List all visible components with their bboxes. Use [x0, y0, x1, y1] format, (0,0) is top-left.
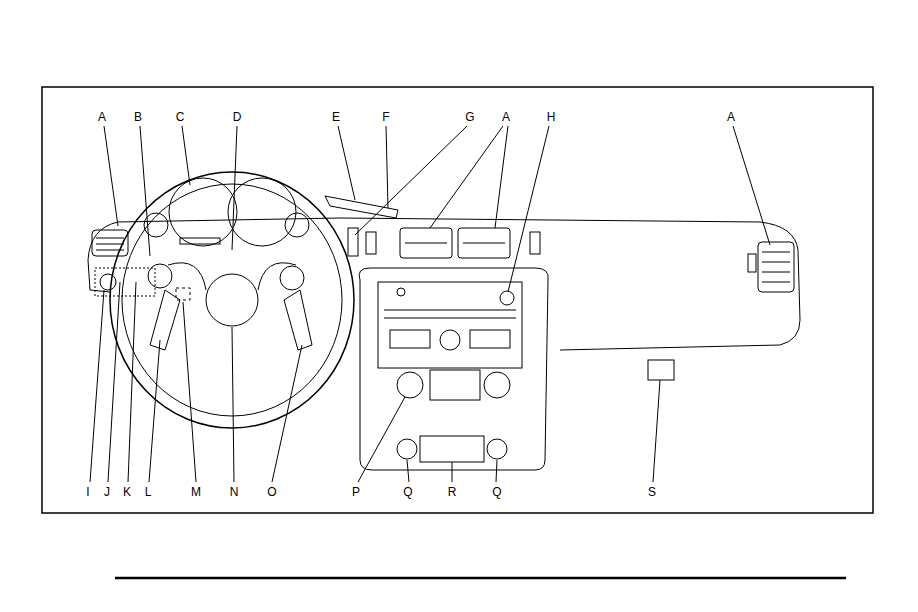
callout-letter: Q: [492, 485, 501, 499]
callout-letter: R: [448, 485, 457, 499]
callout-letter: C: [176, 110, 185, 124]
gauge: [169, 178, 237, 246]
callout-letter: D: [233, 110, 242, 124]
vent: [458, 228, 510, 258]
knob: [397, 372, 423, 398]
vent: [400, 228, 452, 258]
callout-letter: A: [502, 110, 510, 124]
callout-letter: L: [145, 485, 152, 499]
callout-letter: F: [382, 110, 389, 124]
dash-outline: [88, 218, 800, 350]
callout-letter: A: [98, 110, 106, 124]
callout-letter: O: [267, 485, 276, 499]
radio: [378, 282, 522, 368]
callout-letter: A: [727, 110, 735, 124]
console: [359, 268, 548, 470]
callout-letter: B: [134, 110, 142, 124]
dash-outline-left: [88, 260, 110, 292]
hub: [206, 274, 258, 326]
knob: [484, 372, 510, 398]
callout-letter: P: [352, 485, 360, 499]
callout-letter: J: [104, 485, 110, 499]
page-rule: [115, 577, 846, 580]
glovebox-handle: [648, 360, 674, 380]
callout-letter: K: [123, 485, 131, 499]
gauge: [228, 178, 296, 246]
frame: [42, 87, 873, 513]
callout-letter: G: [465, 110, 474, 124]
callout-letter: S: [648, 485, 656, 499]
callout-letter: H: [547, 110, 556, 124]
callout-letter: I: [86, 485, 89, 499]
callout-letter: E: [332, 110, 340, 124]
leader-lines: [90, 126, 770, 482]
vent: [758, 242, 794, 292]
callout-letter: N: [230, 485, 239, 499]
stalk: [325, 196, 398, 218]
callout-letter: M: [191, 485, 201, 499]
callout-letter: Q: [403, 485, 412, 499]
